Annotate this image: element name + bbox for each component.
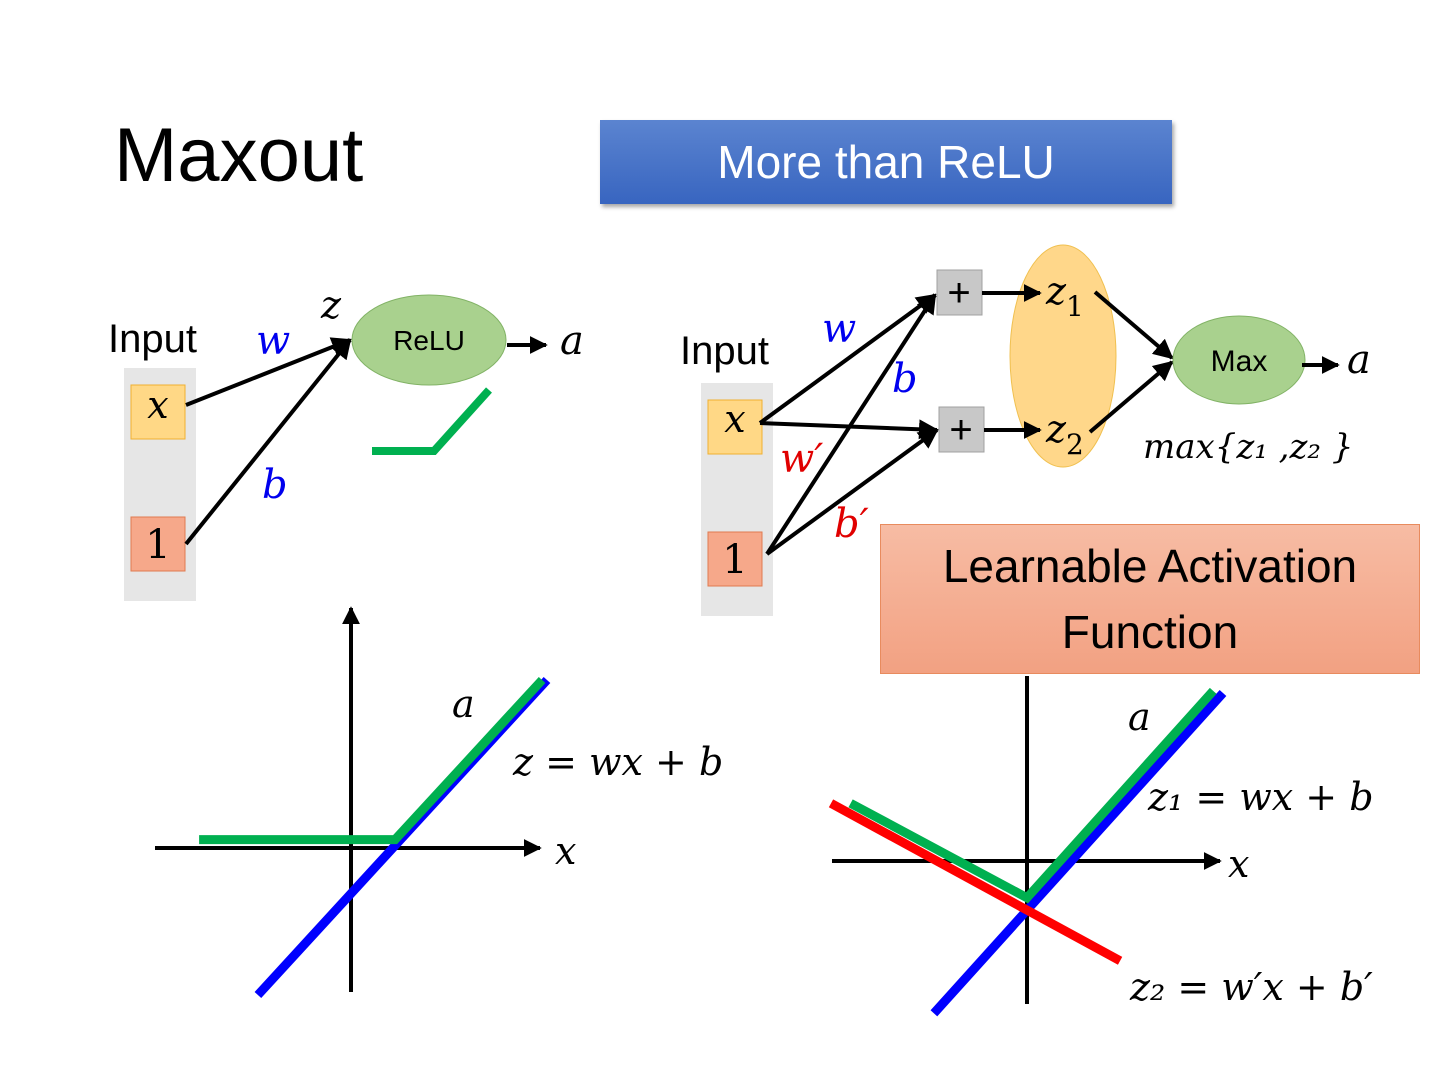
right-input-1: 1 — [722, 537, 747, 583]
right-input-label: Input — [680, 329, 769, 373]
sum-node-1 — [936, 269, 983, 316]
right-edge-w — [758, 293, 937, 425]
left-z-label: z — [320, 283, 342, 327]
max-node — [1172, 315, 1306, 405]
relu-plot-a-label: a — [452, 682, 475, 726]
left-weight-b: b — [262, 462, 288, 508]
learnable-box-line2: Function — [1061, 606, 1239, 658]
left-network: Input x 1 w b z ReLU a — [108, 283, 584, 601]
right-input-x-box — [707, 399, 763, 455]
z1-to-max-edge — [1093, 290, 1174, 360]
z2-to-max-edge — [1088, 360, 1174, 434]
left-input-label: Input — [108, 317, 197, 361]
left-weight-w: w — [256, 318, 290, 364]
right-weight-b: b — [892, 356, 918, 402]
left-edge-b — [184, 338, 352, 546]
maxout-plot: x a z₁ = wx + b z₂ = w′x + b′ — [828, 676, 1374, 1017]
relu-shape-icon — [372, 387, 492, 455]
left-input-1: 1 — [145, 522, 170, 568]
left-input-x: x — [147, 383, 168, 427]
maxout-plot-z2-equation: z₂ = w′x + b′ — [1129, 965, 1373, 1009]
left-input-x-box — [130, 384, 186, 440]
max-node-label: Max — [1211, 345, 1268, 378]
relu-node — [351, 294, 507, 386]
maxout-plot-x-label: x — [1228, 842, 1249, 886]
learnable-box-line1: Learnable Activation — [942, 540, 1358, 592]
z1-label: z1 — [1045, 269, 1084, 323]
right-input-x: x — [724, 397, 745, 441]
relu-plot: x a z = wx + b — [155, 606, 723, 999]
relu-plot-x-label: x — [555, 829, 576, 873]
relu-plot-z-equation: z = wx + b — [512, 740, 723, 784]
series-line-a-relu — [199, 676, 546, 845]
right-edge-w-prime — [759, 419, 939, 440]
plus-icon: + — [947, 271, 970, 315]
left-input-1-box — [130, 516, 186, 572]
right-edge-b-prime — [765, 428, 939, 556]
right-weight-w-prime: w′ — [780, 436, 823, 482]
series-line-z-wx-b — [930, 689, 1227, 1017]
right-input-1-box — [707, 531, 763, 587]
max-formula: max{z₁ ,z₂ } — [1143, 427, 1353, 467]
right-output-a: a — [1347, 337, 1371, 383]
left-output-a: a — [560, 318, 584, 364]
left-edge-w — [185, 337, 352, 407]
series-line-z-w-x-b — [828, 799, 1123, 965]
learnable-activation-box: Learnable Activation Function — [880, 524, 1420, 674]
sum-node-2 — [938, 406, 985, 453]
right-edge-b — [765, 293, 937, 556]
maxout-plot-z1-equation: z₁ = wx + b — [1147, 775, 1374, 819]
more-than-relu-banner: More than ReLU — [600, 120, 1172, 204]
series-line-a-max-z-z — [848, 687, 1217, 904]
plus-icon: + — [949, 408, 972, 452]
right-weight-w: w — [822, 306, 856, 352]
relu-node-label: ReLU — [393, 325, 465, 356]
maxout-plot-a-label: a — [1128, 695, 1151, 739]
z2-label: z2 — [1045, 407, 1084, 461]
right-weight-b-prime: b′ — [834, 501, 869, 547]
right-network: Input x 1 w b w′ b′ + + z1 z2 Max a max{… — [680, 244, 1371, 616]
slide-title: Maxout — [114, 113, 364, 198]
